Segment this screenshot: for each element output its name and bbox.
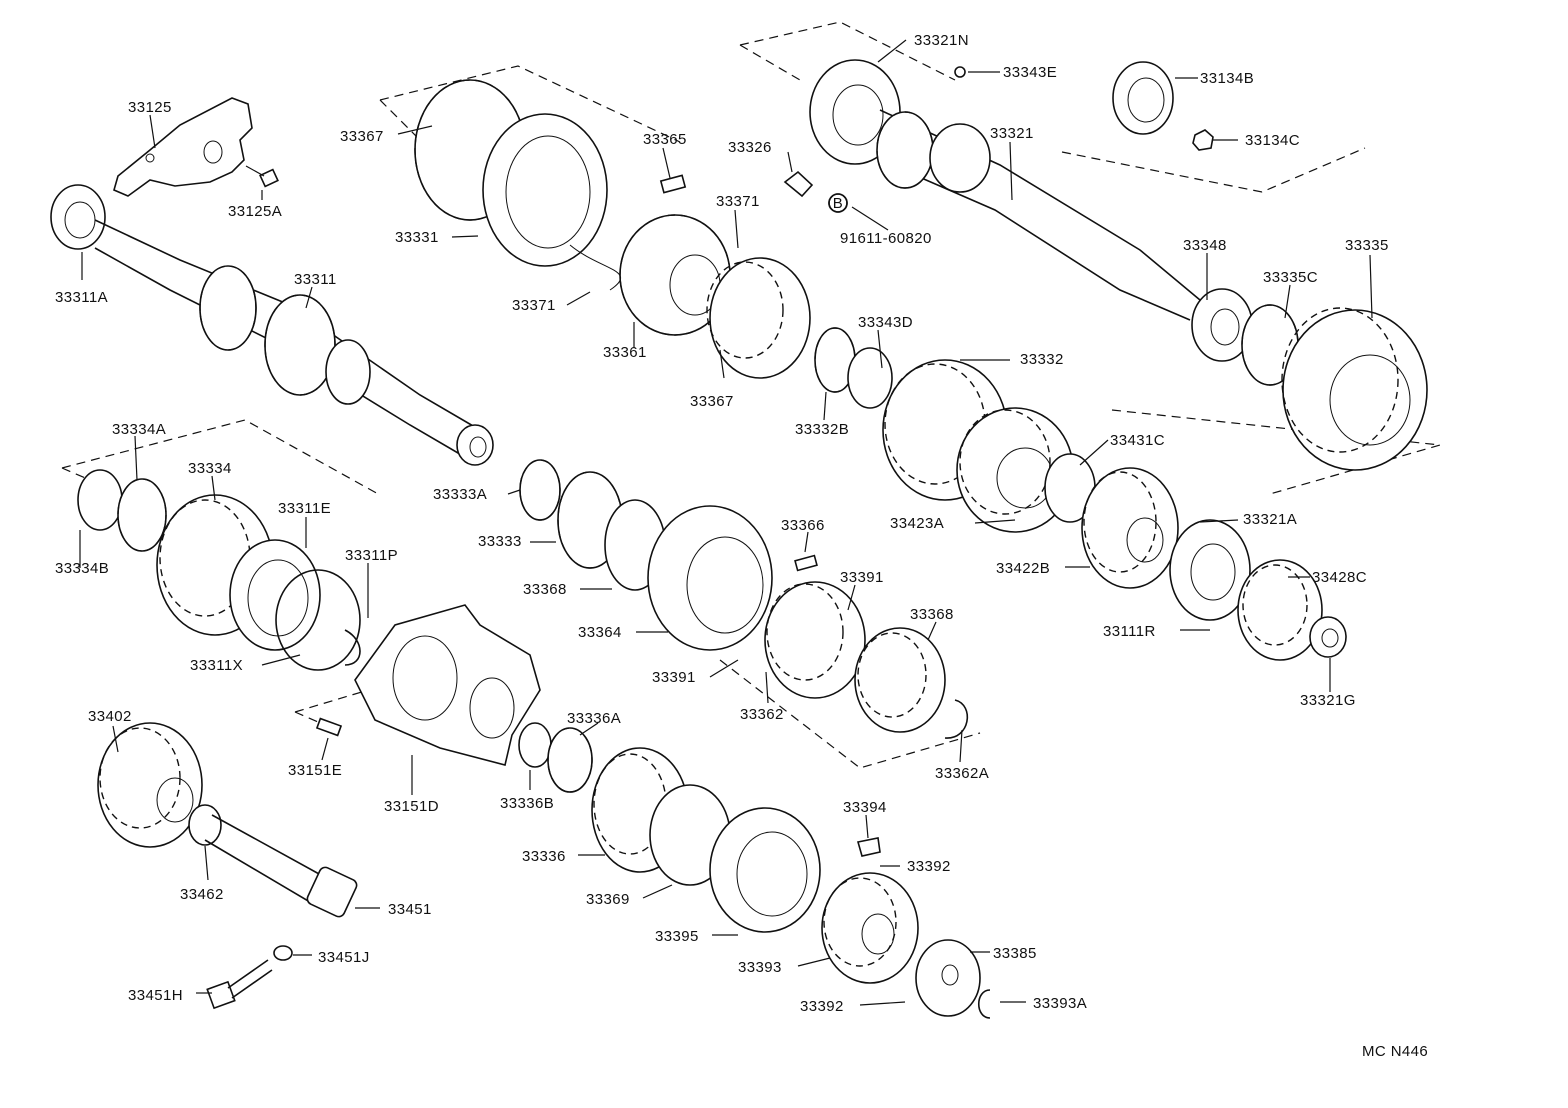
part-label: 33336 (522, 848, 566, 865)
part-label: 33334B (55, 560, 109, 577)
part-label: 33334 (188, 460, 232, 477)
part-label: 33392 (907, 858, 951, 875)
part-label: 33451H (128, 987, 183, 1004)
part-label: 33423A (890, 515, 944, 532)
part-label: 33393 (738, 959, 782, 976)
sync-group-33364 (519, 459, 969, 739)
sleeve-group-33331 (414, 79, 811, 379)
part-label: 33311E (278, 500, 331, 517)
part-label: 33371 (512, 297, 556, 314)
part-label: 33364 (578, 624, 622, 641)
part-label: 33333 (478, 533, 522, 550)
part-label: 33333A (433, 486, 487, 503)
part-label: 33385 (993, 945, 1037, 962)
bracket-33125 (113, 97, 253, 197)
part-label: 33151D (384, 798, 439, 815)
part-label: 33311P (345, 547, 398, 564)
part-label: 33311A (55, 289, 108, 306)
part-label: 33332B (795, 421, 849, 438)
part-label: 33365 (643, 131, 687, 148)
callout-b-text: B (833, 195, 843, 212)
part-label: 33394 (843, 799, 887, 816)
part-label: 33368 (910, 606, 954, 623)
part-label: 33125 (128, 99, 172, 116)
part-label: 33451 (388, 901, 432, 918)
leader-lines (79, 39, 1373, 1006)
part-label: 33311X (190, 657, 243, 674)
part-label: 33391 (840, 569, 884, 586)
countershaft-33321 (783, 59, 1201, 321)
input-shaft-33311 (50, 184, 494, 466)
gear-group-33336 (518, 722, 991, 1019)
part-labels: 33125 33125A 33311A 33311 33367 33331 33… (55, 32, 1389, 1015)
part-label: 33111R (1103, 623, 1156, 640)
part-label: 33428C (1312, 569, 1367, 586)
part-label: 33395 (655, 928, 699, 945)
part-label: 33125A (228, 203, 282, 220)
part-label: 33362 (740, 706, 784, 723)
diagram-code: MC N446 (1362, 1043, 1429, 1060)
part-label: 33431C (1110, 432, 1165, 449)
part-label: 33392 (800, 998, 844, 1015)
part-label: 33348 (1183, 237, 1227, 254)
part-label: 33321G (1300, 692, 1356, 709)
part-label: 33367 (340, 128, 384, 145)
part-label: 33335 (1345, 237, 1389, 254)
part-label: 33361 (603, 344, 647, 361)
part-label: 33371 (716, 193, 760, 210)
part-label: 33321 (990, 125, 1034, 142)
part-label: 33366 (781, 517, 825, 534)
cap-33134b (1112, 61, 1214, 151)
part-label: 33402 (88, 708, 132, 725)
gear-group-33321a (1081, 467, 1347, 661)
part-label: 33134C (1245, 132, 1300, 149)
part-label: 33334A (112, 421, 166, 438)
part-label: 33321A (1243, 511, 1297, 528)
part-label: 33151E (288, 762, 342, 779)
gear-cluster-33332 (814, 327, 1096, 533)
part-label: 33331 (395, 229, 439, 246)
part-label: 33369 (586, 891, 630, 908)
plate-33151d (315, 604, 541, 766)
callout-b: B (828, 193, 848, 213)
part-label: 33335C (1263, 269, 1318, 286)
part-label: 33462 (180, 886, 224, 903)
part-label: 33422B (996, 560, 1050, 577)
part-label: 33393A (1033, 995, 1087, 1012)
part-label: 33343D (858, 314, 913, 331)
part-label: 91611-60820 (840, 230, 932, 247)
gear-group-33334 (77, 469, 361, 671)
part-label: 33391 (652, 669, 696, 686)
part-label: 33367 (690, 393, 734, 410)
bolt-33125a (245, 165, 279, 188)
part-label: 33343E (1003, 64, 1057, 81)
part-label: 33311 (294, 271, 337, 288)
part-label: 33326 (728, 139, 772, 156)
part-label: 33336B (500, 795, 554, 812)
part-label: 33134B (1200, 70, 1254, 87)
part-label: 33321N (914, 32, 969, 49)
group-outlines (61, 21, 1441, 769)
gear-group-33335 (1191, 288, 1428, 471)
part-label: 33362A (935, 765, 989, 782)
part-label: 33451J (318, 949, 370, 966)
part-label: 33368 (523, 581, 567, 598)
reverse-idler-33402 (97, 722, 358, 1010)
part-label: 33332 (1020, 351, 1064, 368)
part-label: 33336A (567, 710, 621, 727)
